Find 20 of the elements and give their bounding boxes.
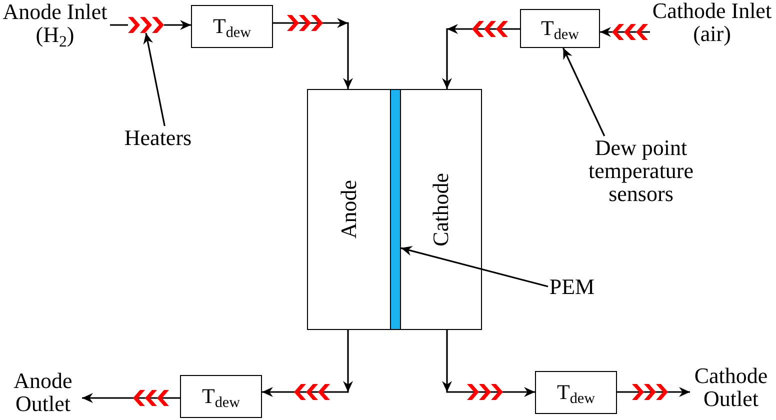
electrode-label: Cathode (430, 172, 452, 246)
membrane-bar (390, 89, 401, 330)
inlet-label: Cathode Inlet (air) (650, 0, 774, 45)
sensor-label: T$_{dew}$ (540, 18, 579, 39)
sensor-label: T$_{dew}$ (556, 382, 595, 403)
sensor-box (180, 375, 262, 418)
electrode-label: Anode (338, 180, 360, 239)
sensor-label: T$_{dew}$ (212, 16, 251, 37)
callout-text: Dew point temperature sensors (582, 136, 700, 205)
callout-text: PEM (548, 275, 596, 298)
sensor-label: T$_{dew}$ (202, 386, 240, 407)
sensor-box (535, 371, 617, 414)
outlet-label: Anode Outlet (10, 369, 76, 415)
outlet-label: Cathode Outlet (690, 364, 772, 410)
sensor-box (191, 5, 273, 48)
inlet-label: Anode Inlet (H$_{2}$) (0, 0, 110, 46)
callout-text: Heaters (121, 126, 195, 149)
sensor-box (520, 9, 600, 48)
chevron-icon (128, 17, 164, 33)
electrode-panel (400, 89, 482, 330)
